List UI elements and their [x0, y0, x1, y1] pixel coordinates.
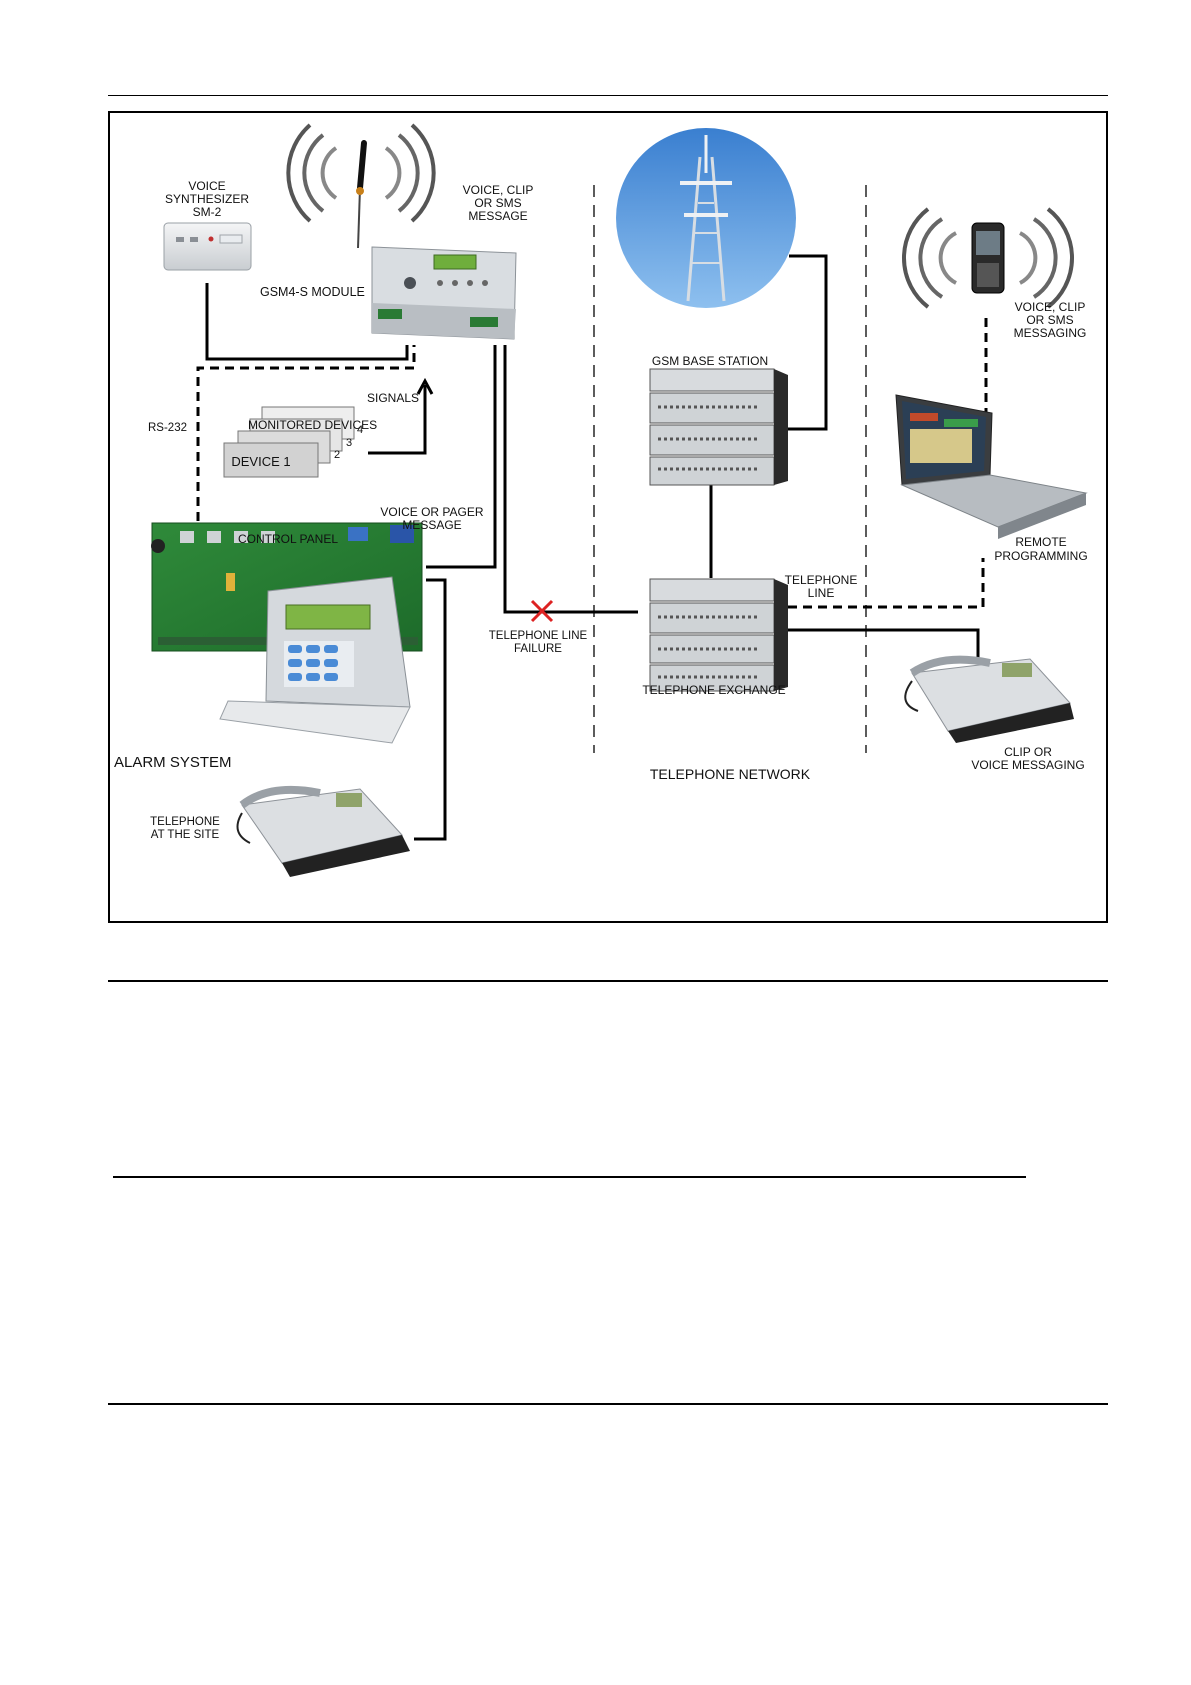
devices-to-module-line — [368, 385, 427, 455]
panel-to-exchange-line — [426, 345, 497, 569]
panel-to-site-phone-line — [414, 578, 447, 841]
exchange-to-phone-line — [785, 628, 980, 660]
mobile-phone-device — [971, 222, 1005, 294]
device-3-label: 3 — [346, 437, 352, 449]
telephone-line-failure-label-1: TELEPHONE LINE — [489, 630, 588, 642]
keypad-device — [219, 576, 411, 744]
tower-to-base-line — [775, 254, 828, 431]
signals-arrow-head — [416, 377, 434, 395]
remote-programming-dashed-line — [788, 558, 985, 609]
gsm4s-module-device — [371, 246, 517, 340]
voice-clip-sms-message-label-2: OR SMS — [474, 196, 521, 210]
monitored-devices-label: MONITORED DEVICES — [248, 418, 377, 432]
header-rule — [108, 95, 1108, 96]
telephone-exchange-device — [649, 578, 788, 692]
voice-synthesizer-label-3: SM-2 — [193, 205, 222, 219]
device-4-label: 4 — [357, 424, 363, 436]
voice-clip-sms-message-label-3: MESSAGE — [468, 209, 527, 223]
voice-clip-sms-message-label-1: VOICE, CLIP — [463, 183, 534, 197]
module-antenna — [356, 140, 367, 249]
section-rule-3 — [108, 1403, 1108, 1405]
device-2-label: 2 — [334, 449, 340, 461]
line-failure-cross-icon — [530, 599, 554, 623]
control-panel-label: CONTROL PANEL — [238, 532, 338, 546]
section-rule-2 — [113, 1176, 1026, 1178]
gsm-module-label: GSM4-S MODULE — [260, 285, 365, 299]
synth-to-module-line — [205, 283, 409, 361]
remote-telephone-device — [904, 655, 1074, 743]
remote-programming-label-2: PROGRAMMING — [994, 549, 1087, 563]
telephone-line-failure-label-2: FAILURE — [514, 643, 562, 655]
telephone-exchange-label: TELEPHONE EXCHANGE — [642, 683, 785, 697]
telephone-line-label-2: LINE — [808, 586, 835, 600]
telephone-line-label-1: TELEPHONE — [785, 573, 858, 587]
connection-lines — [205, 254, 980, 841]
section-rule-1 — [108, 980, 1108, 982]
clip-voice-messaging-label-2: VOICE MESSAGING — [971, 758, 1084, 772]
voice-clip-sms-messaging-label-2: OR SMS — [1026, 313, 1073, 327]
antenna-waves — [286, 123, 436, 223]
gsm-base-station-label: GSM BASE STATION — [652, 354, 768, 368]
voice-pager-message-label-1: VOICE OR PAGER — [380, 505, 483, 519]
telephone-network-label: TELEPHONE NETWORK — [650, 766, 811, 782]
voice-clip-sms-messaging-label-3: MESSAGING — [1014, 326, 1087, 340]
device-1-label: DEVICE 1 — [231, 454, 290, 469]
diagram-canvas: VOICE SYNTHESIZER SM-2 VOICE, CLIP OR SM… — [114, 123, 1088, 877]
voice-pager-message-label-2: MESSAGE — [402, 518, 461, 532]
site-telephone-device — [236, 785, 410, 877]
dashed-lines — [196, 318, 988, 609]
voice-synthesizer-label-1: VOICE — [188, 179, 225, 193]
voice-synthesizer-device — [163, 222, 252, 271]
clip-voice-messaging-label-1: CLIP OR — [1004, 745, 1052, 759]
remote-programming-label-1: REMOTE — [1015, 535, 1066, 549]
telephone-at-site-label-2: AT THE SITE — [151, 829, 220, 841]
rs232-label: RS-232 — [148, 422, 187, 434]
laptop-device — [895, 394, 1088, 539]
module-to-exchange-line — [503, 345, 638, 614]
telephone-at-site-label-1: TELEPHONE — [150, 816, 220, 828]
system-diagram: VOICE SYNTHESIZER SM-2 VOICE, CLIP OR SM… — [108, 111, 1108, 923]
alarm-system-label: ALARM SYSTEM — [114, 754, 232, 771]
voice-clip-sms-messaging-label-1: VOICE, CLIP — [1015, 300, 1086, 314]
rs232-dashed-line — [196, 345, 416, 551]
voice-synthesizer-label-2: SYNTHESIZER — [165, 192, 249, 206]
gsm-base-station-device — [649, 368, 788, 486]
signals-label: SIGNALS — [367, 391, 419, 405]
cell-tower-photo — [616, 128, 796, 308]
monitored-devices-stack — [223, 406, 355, 478]
mobile-waves — [901, 207, 1075, 309]
